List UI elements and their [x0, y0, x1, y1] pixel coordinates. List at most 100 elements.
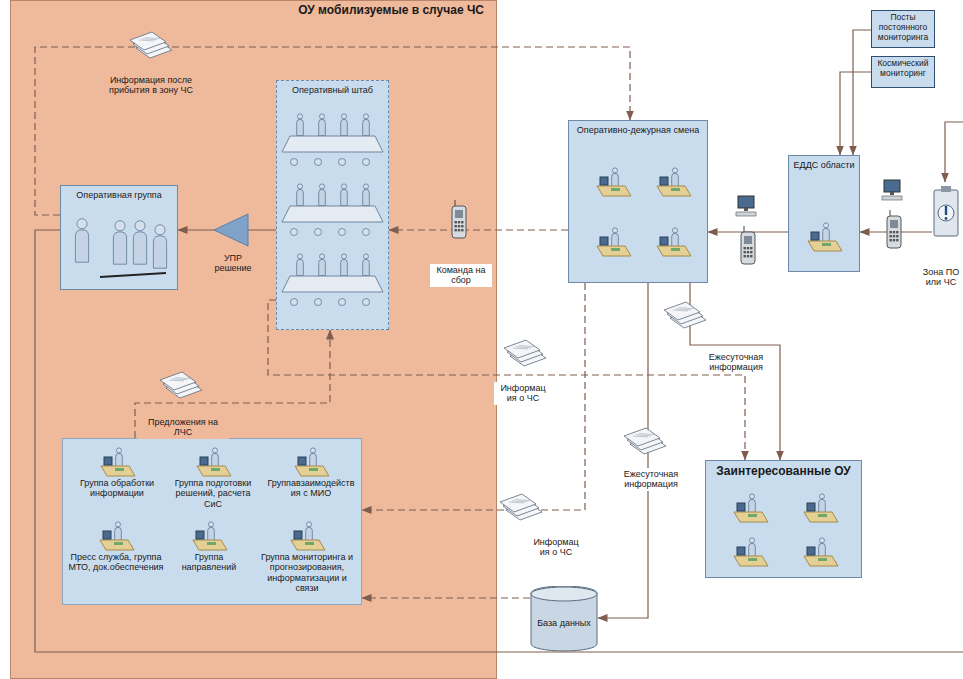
- person-head: [749, 494, 754, 499]
- duty-shift-box: Оперативно-дежурная смена: [568, 120, 708, 283]
- document-line: [512, 501, 527, 502]
- person-head: [315, 299, 322, 306]
- connector: [840, 72, 871, 155]
- person-head: [208, 522, 213, 527]
- zone-wire: [945, 122, 963, 182]
- phone-body: [741, 232, 755, 264]
- person-head: [115, 221, 125, 231]
- cylinder-body: [531, 586, 597, 651]
- person-body: [75, 230, 88, 262]
- node-label: Оперативная группа: [64, 190, 174, 200]
- person-body: [341, 189, 348, 205]
- desk: [804, 512, 838, 522]
- phone-key: [455, 225, 457, 227]
- edge-label: Ежесуточная информация: [615, 468, 687, 491]
- region-title: ОУ мобилизуемые в случае ЧС: [23, 4, 484, 18]
- keyboard: [882, 196, 902, 200]
- keyboard: [748, 558, 757, 561]
- clipboard-clip: [941, 186, 951, 192]
- monitor: [196, 531, 204, 539]
- phone-key: [458, 221, 460, 223]
- connector: [853, 30, 871, 155]
- desk: [597, 186, 631, 196]
- edge-label: Информац ия о ЧС: [527, 536, 585, 559]
- person-head: [319, 184, 324, 189]
- document-line: [636, 435, 651, 436]
- desk: [804, 556, 838, 566]
- node-label: Группавзаимодейств ия с МИО: [266, 478, 356, 499]
- connector: [135, 330, 330, 438]
- node-label: Посты постоянного мониторинга: [874, 13, 932, 42]
- phone-body: [887, 216, 901, 248]
- conference-table: [282, 136, 383, 152]
- phone-key: [750, 251, 752, 253]
- phone-key: [896, 239, 898, 241]
- document-line: [516, 347, 531, 348]
- document-sheet: [130, 32, 166, 50]
- person-head: [155, 225, 165, 235]
- edge-label: Ежесуточная информация: [700, 351, 772, 374]
- node-label: Оперативный штаб: [280, 85, 385, 95]
- person-head: [363, 254, 368, 259]
- edge-label: Информац ия о ЧС: [494, 382, 552, 405]
- monitor: [298, 457, 306, 465]
- keyboard: [736, 212, 756, 216]
- person-head: [135, 221, 145, 231]
- edge-label: Предложения на ЛЧС: [137, 416, 229, 439]
- monitor: [807, 503, 815, 511]
- phone-screen: [455, 210, 463, 218]
- connector: [690, 283, 780, 460]
- mobilized-region: ОУ мобилизуемые в случае ЧС Оперативный ш…: [10, 0, 497, 679]
- person-head: [363, 229, 370, 236]
- monitor-stand: [744, 208, 748, 211]
- person-head: [297, 114, 302, 119]
- phone-key: [458, 229, 460, 231]
- connector: [35, 47, 630, 215]
- person-body: [341, 119, 348, 135]
- phone-screen: [890, 220, 898, 228]
- phone-key: [893, 239, 895, 241]
- person-head: [306, 522, 311, 527]
- person-head: [310, 448, 315, 453]
- monitor: [811, 232, 819, 240]
- person-head: [363, 299, 370, 306]
- node-label: Оперативно-дежурная смена: [572, 125, 704, 135]
- connector: [362, 597, 530, 598]
- monitor: [294, 531, 302, 539]
- document-line: [515, 500, 530, 501]
- person-head: [341, 184, 346, 189]
- document-sheet: [500, 494, 536, 512]
- desk: [101, 466, 135, 476]
- document-line: [519, 346, 534, 347]
- person-head: [291, 299, 298, 306]
- edge-label: Команда на сбор: [430, 264, 492, 287]
- keyboard: [207, 542, 216, 545]
- edds-box: ЕДДС области: [788, 155, 860, 272]
- document-sheet: [624, 428, 660, 446]
- person-head: [819, 538, 824, 543]
- desk: [100, 540, 134, 550]
- monitor-stand: [890, 192, 894, 195]
- desk: [734, 556, 768, 566]
- person-body: [297, 259, 304, 275]
- person-head: [749, 538, 754, 543]
- person-body: [319, 119, 326, 135]
- person-head: [672, 168, 677, 173]
- keyboard: [818, 558, 827, 561]
- person-body: [133, 232, 146, 264]
- monitor: [737, 547, 745, 555]
- phone-key: [893, 235, 895, 237]
- desk: [295, 466, 329, 476]
- desk: [734, 512, 768, 522]
- antenna: [455, 200, 456, 206]
- person-body: [113, 232, 126, 264]
- phone-screen: [744, 236, 752, 244]
- phone-key: [458, 225, 460, 227]
- document-line: [142, 39, 157, 40]
- person-head: [291, 229, 298, 236]
- person-body: [153, 236, 166, 268]
- phone-key: [455, 221, 457, 223]
- conference-table: [282, 276, 383, 292]
- connector-icons: [130, 32, 958, 520]
